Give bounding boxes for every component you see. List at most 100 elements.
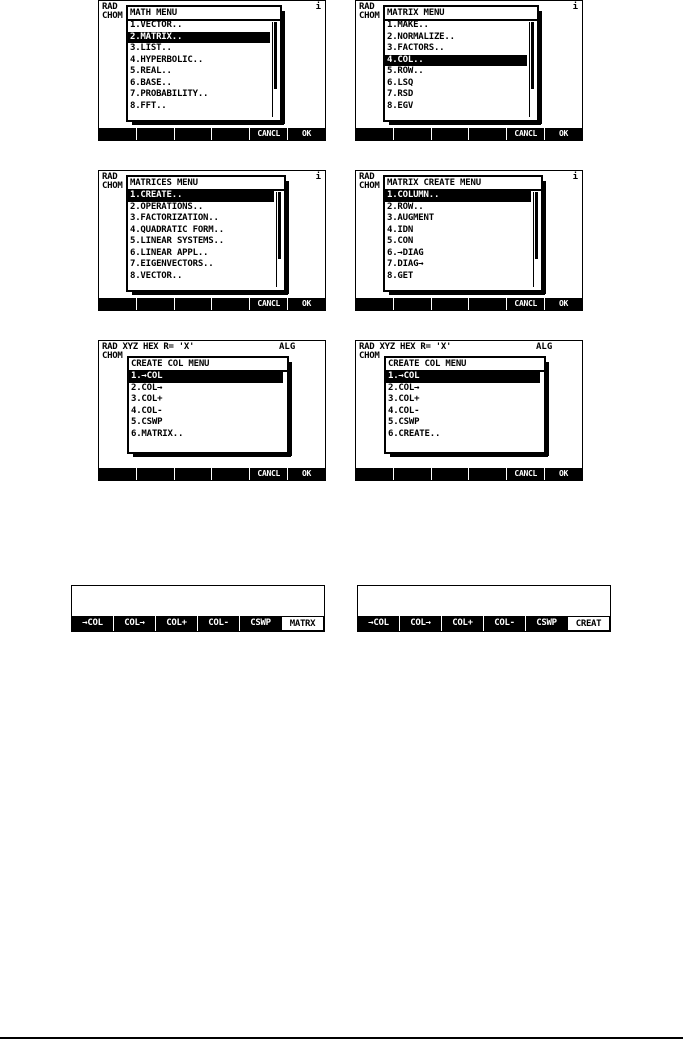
scrollbar-thumb[interactable]	[531, 22, 534, 89]
blank-softkey[interactable]	[99, 128, 136, 140]
menu-item[interactable]: 3.COL+	[388, 394, 420, 404]
menu-item[interactable]: 4.COL-	[388, 405, 420, 416]
menu-item[interactable]: 1.VECTOR..	[130, 20, 183, 30]
menu-item[interactable]: 7.DIAG→	[387, 259, 424, 269]
menu-item[interactable]: 4.COL-	[131, 405, 163, 416]
cancel-softkey[interactable]: CANCL	[249, 298, 287, 310]
blank-softkey[interactable]	[468, 128, 506, 140]
blank-softkey[interactable]	[468, 468, 506, 480]
blank-softkey[interactable]	[135, 468, 174, 480]
menu-item[interactable]: 1.COLUMN..	[385, 190, 531, 202]
menu-item[interactable]: 7.RSD	[387, 89, 414, 99]
scrollbar-thumb[interactable]	[535, 192, 538, 259]
menu-item[interactable]: 7.PROBABILITY..	[130, 89, 209, 99]
blank-softkey[interactable]	[173, 128, 212, 140]
menu-item[interactable]: 4.QUADRATIC FORM..	[130, 224, 224, 235]
ok-softkey[interactable]: OK	[287, 468, 325, 480]
blank-softkey[interactable]	[356, 298, 393, 310]
ok-softkey[interactable]: OK	[287, 298, 325, 310]
ok-softkey[interactable]: OK	[544, 298, 582, 310]
blank-softkey[interactable]	[135, 128, 174, 140]
blank-softkey[interactable]	[356, 468, 393, 480]
menu-scrollbar[interactable]	[272, 22, 278, 117]
blank-softkey[interactable]	[392, 128, 431, 140]
blank-softkey[interactable]	[430, 128, 469, 140]
menu-scrollbar[interactable]	[276, 192, 282, 287]
blank-softkey[interactable]	[356, 128, 393, 140]
menu-item[interactable]: 4.COL..	[385, 54, 527, 66]
menu-item[interactable]: 1.→COL	[386, 371, 540, 383]
blank-softkey[interactable]	[211, 298, 249, 310]
softkey-5[interactable]: MATRX	[281, 616, 324, 631]
ok-softkey[interactable]: OK	[544, 468, 582, 480]
softkey-4[interactable]: CSWP	[525, 616, 567, 631]
cancel-softkey[interactable]: CANCL	[506, 128, 544, 140]
menu-item[interactable]: 6.→DIAG	[387, 247, 424, 258]
menu-item[interactable]: 3.FACTORS..	[387, 43, 445, 53]
blank-softkey[interactable]	[99, 468, 136, 480]
softkey-2[interactable]: COL+	[441, 616, 483, 631]
softkey-5[interactable]: CREAT	[567, 616, 610, 631]
scrollbar-thumb[interactable]	[274, 22, 277, 89]
menu-item[interactable]: 7.EIGENVECTORS..	[130, 259, 214, 269]
menu-item[interactable]: 1.MAKE..	[387, 20, 429, 30]
scrollbar-thumb[interactable]	[278, 192, 281, 259]
menu-item[interactable]: 2.ROW..	[387, 201, 424, 212]
softkey-1[interactable]: COL→	[113, 616, 155, 631]
menu-item[interactable]: 1.→COL	[129, 371, 283, 383]
ok-softkey[interactable]: OK	[287, 128, 325, 140]
menu-item[interactable]: 2.MATRIX..	[128, 31, 270, 43]
blank-softkey[interactable]	[135, 298, 174, 310]
menu-item[interactable]: 5.ROW..	[387, 66, 424, 76]
softkey-1[interactable]: COL→	[399, 616, 441, 631]
menu-item[interactable]: 6.CREATE..	[388, 428, 441, 439]
menu-item[interactable]: 8.EGV	[387, 100, 414, 111]
menu-item[interactable]: 3.AUGMENT	[387, 213, 434, 223]
menu-item[interactable]: 6.MATRIX..	[131, 428, 184, 439]
cancel-softkey[interactable]: CANCL	[249, 468, 287, 480]
blank-softkey[interactable]	[99, 298, 136, 310]
cancel-softkey[interactable]: CANCL	[506, 298, 544, 310]
cancel-softkey[interactable]: CANCL	[249, 128, 287, 140]
softkey-3[interactable]: COL-	[483, 616, 525, 631]
menu-item[interactable]: 2.COL→	[388, 382, 420, 393]
menu-item[interactable]: 8.FFT..	[130, 100, 167, 111]
menu-item[interactable]: 8.VECTOR..	[130, 270, 183, 281]
blank-softkey[interactable]	[392, 468, 431, 480]
menu-item[interactable]: 4.HYPERBOLIC..	[130, 54, 204, 65]
softkey-0[interactable]: →COL	[368, 618, 389, 628]
blank-softkey[interactable]	[468, 298, 506, 310]
blank-softkey[interactable]	[173, 298, 212, 310]
blank-softkey[interactable]	[392, 298, 431, 310]
menu-item[interactable]: 3.LIST..	[130, 43, 172, 53]
menu-item[interactable]: 2.OPERATIONS..	[130, 201, 204, 212]
menu-item[interactable]: 5.CSWP	[388, 417, 420, 427]
menu-item[interactable]: 6.LINEAR APPL..	[130, 247, 209, 258]
menu-item[interactable]: 2.COL→	[131, 382, 163, 393]
menu-item[interactable]: 4.IDN	[387, 224, 414, 235]
menu-scrollbar[interactable]	[529, 22, 535, 117]
blank-softkey[interactable]	[430, 298, 469, 310]
menu-item[interactable]: 5.LINEAR SYSTEMS..	[130, 236, 224, 246]
menu-item[interactable]: 5.REAL..	[130, 66, 172, 76]
menu-scrollbar[interactable]	[533, 192, 539, 287]
blank-softkey[interactable]	[173, 468, 212, 480]
softkey-4[interactable]: CSWP	[239, 616, 281, 631]
softkey-2[interactable]: COL+	[155, 616, 197, 631]
blank-softkey[interactable]	[211, 468, 249, 480]
menu-item[interactable]: 6.LSQ	[387, 77, 414, 88]
menu-item[interactable]: 3.COL+	[131, 394, 163, 404]
blank-softkey[interactable]	[211, 128, 249, 140]
cancel-softkey[interactable]: CANCL	[506, 468, 544, 480]
blank-softkey[interactable]	[430, 468, 469, 480]
menu-item[interactable]: 8.GET	[387, 270, 414, 281]
softkey-0[interactable]: →COL	[82, 618, 103, 628]
menu-item[interactable]: 1.CREATE..	[128, 190, 274, 202]
menu-item[interactable]: 3.FACTORIZATION..	[130, 213, 219, 223]
menu-item[interactable]: 2.NORMALIZE..	[387, 31, 455, 42]
menu-item[interactable]: 5.CON	[387, 236, 414, 246]
menu-item[interactable]: 5.CSWP	[131, 417, 163, 427]
softkey-3[interactable]: COL-	[197, 616, 239, 631]
menu-item[interactable]: 6.BASE..	[130, 77, 172, 88]
ok-softkey[interactable]: OK	[544, 128, 582, 140]
